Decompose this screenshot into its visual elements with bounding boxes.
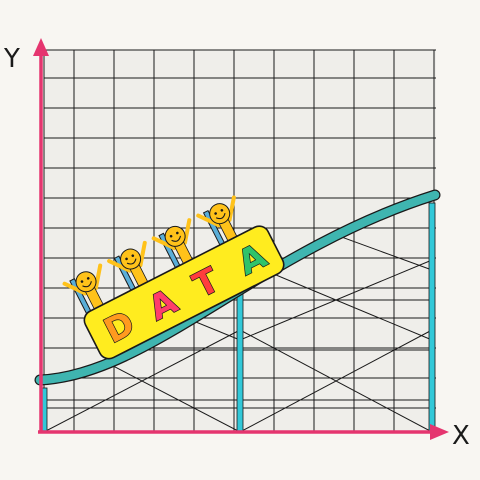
riders: [62, 195, 239, 316]
y-axis-label: Y: [3, 44, 20, 74]
x-axis: X: [38, 421, 470, 451]
rider-1-icon: [62, 263, 105, 316]
car-body: [83, 225, 285, 360]
brace-line: [43, 329, 241, 432]
rider-4-icon: [196, 195, 239, 248]
x-axis-arrow-icon: [430, 424, 449, 440]
brace-line: [239, 329, 433, 432]
support-post-middle: [236, 274, 244, 433]
rider-3-icon: [151, 218, 194, 271]
x-axis-label: X: [452, 421, 470, 451]
y-axis-arrow-icon: [33, 38, 49, 56]
rider-2-icon: [107, 240, 150, 293]
support-post-right: [428, 202, 436, 433]
y-axis: Y: [3, 38, 49, 432]
